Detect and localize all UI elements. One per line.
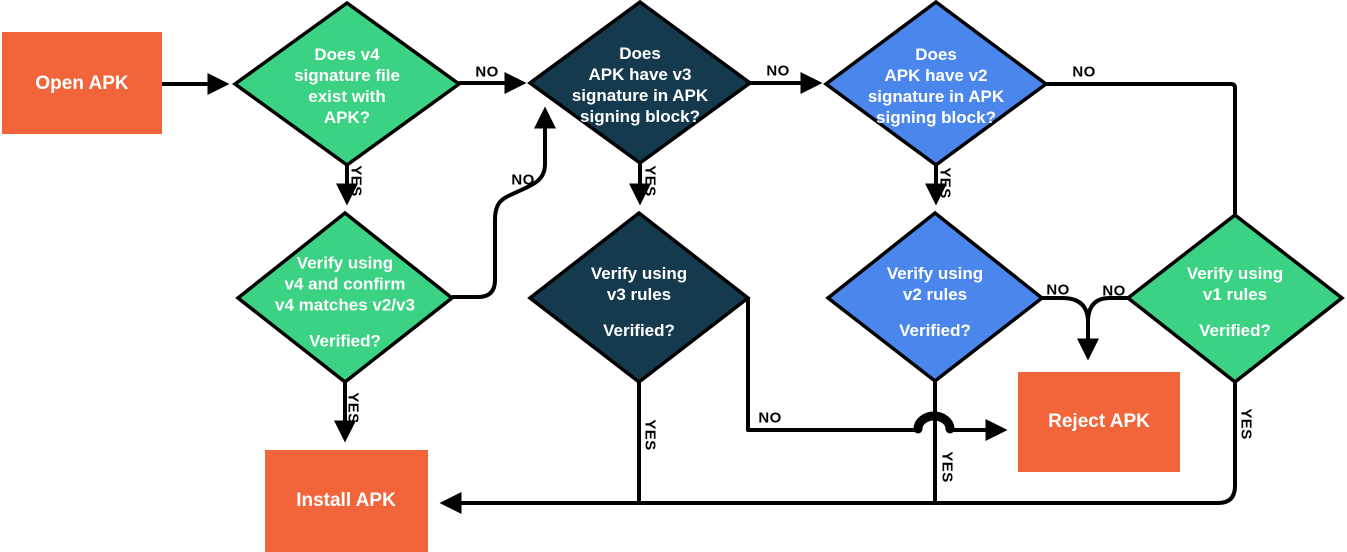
edge-label-no-v2q: NO — [1072, 63, 1096, 81]
node-q-v4-exists-text: Does v4 signature file exist with APK? — [294, 45, 400, 127]
node-verify-v1-action: Verify using v1 rules — [1186, 264, 1284, 304]
node-q-v2-sig-shape — [823, 0, 1049, 168]
node-install-apk-shape — [265, 450, 428, 552]
edge-v3verify-no-right — [746, 298, 915, 432]
edge-label-yes-v4verify: YES — [344, 392, 362, 424]
node-verify-v3-question: Verified? — [603, 321, 675, 340]
node-verify-v1-text: Verify using v1 rules Verified? — [1135, 263, 1335, 341]
node-q-v4-exists-shape — [232, 0, 462, 168]
node-verify-v4-text: Verify using v4 and confirm v4 matches v… — [245, 253, 445, 352]
edge-v1verify-no-to-reject — [1086, 296, 1128, 323]
node-q-v3-sig-shape — [527, 0, 753, 166]
edge-label-no-v4exists: NO — [475, 63, 499, 81]
node-verify-v1-shape — [1125, 212, 1345, 385]
edge-v2q-no-to-v1verify — [1046, 82, 1237, 214]
line-hop-bridge — [913, 411, 955, 434]
edge-label-yes-v2q: YES — [936, 167, 954, 199]
node-open-apk-label: Open APK — [35, 73, 129, 94]
edge-label-no-v1verify: NO — [1102, 282, 1126, 300]
node-reject-apk-label: Reject APK — [1048, 411, 1150, 432]
node-q-v3-sig-text: Does APK have v3 signature in APK signin… — [571, 44, 709, 126]
node-open-apk-shape — [2, 32, 162, 134]
node-verify-v2-text: Verify using v2 rules Verified? — [835, 263, 1035, 341]
edge-label-yes-v3q: YES — [641, 165, 659, 197]
node-verify-v2-question: Verified? — [899, 321, 971, 340]
node-verify-v3-shape — [527, 210, 751, 385]
edge-label-no-v3verify: NO — [758, 409, 782, 427]
edge-v2verify-no-to-reject — [1042, 296, 1099, 361]
node-q-v2-sig-text: Does APK have v2 signature in APK signin… — [867, 45, 1005, 127]
edge-v4verify-no-to-v3q — [452, 106, 556, 299]
node-verify-v2-action: Verify using v2 rules — [886, 264, 984, 304]
node-verify-v4-action: Verify using v4 and confirm v4 matches v… — [275, 253, 415, 315]
node-verify-v2-shape — [825, 210, 1045, 384]
node-verify-v1-question: Verified? — [1199, 321, 1271, 340]
node-install-apk-label: Install APK — [296, 490, 396, 511]
node-verify-v3-text: Verify using v3 rules Verified? — [539, 263, 739, 341]
edge-label-no-v3q: NO — [766, 62, 790, 80]
edge-label-no-v2verify: NO — [1046, 281, 1070, 299]
edge-label-yes-v3verify: YES — [641, 419, 659, 451]
node-verify-v4-question: Verified? — [309, 331, 381, 351]
edge-label-no-v4verify: NO — [511, 171, 535, 189]
edge-label-yes-v1verify: YES — [1237, 408, 1255, 440]
edge-label-yes-v2verify: YES — [938, 451, 956, 483]
node-verify-v3-action: Verify using v3 rules — [590, 264, 688, 304]
edge-yes-collector-to-install — [439, 382, 1237, 514]
node-verify-v4-shape — [235, 210, 455, 385]
node-reject-apk-shape — [1018, 372, 1180, 472]
edge-label-yes-v4exists: YES — [347, 165, 365, 197]
